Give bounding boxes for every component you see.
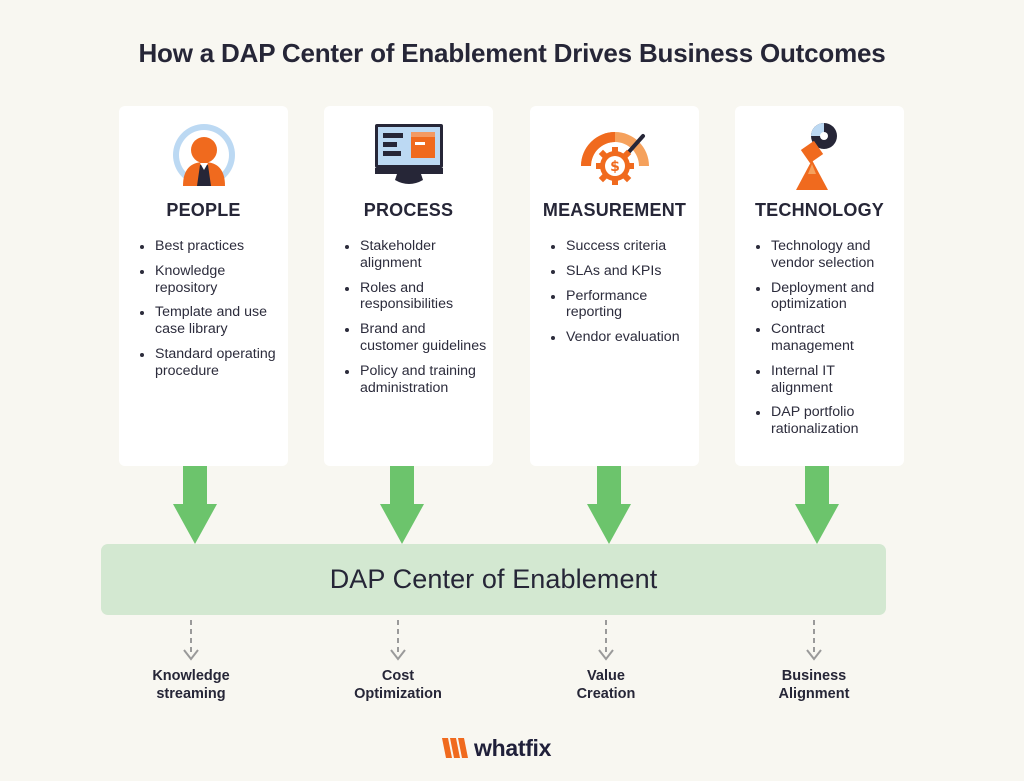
green-down-arrow-icon — [795, 466, 839, 544]
list-item: Policy and training administration — [341, 363, 487, 397]
green-down-arrow-icon — [380, 466, 424, 544]
list-item: Standard operating procedure — [136, 346, 282, 380]
pillar-list: Success criteria SLAs and KPIs Performan… — [547, 238, 693, 354]
list-item: Technology and vendor selection — [752, 238, 898, 272]
pillar-heading: PROCESS — [363, 200, 454, 220]
pillar-card-measurement: $ MEASUREMENT Success criteria SLAs and … — [530, 106, 699, 466]
pillar-card-process: PROCESS Stakeholder alignment Roles and … — [324, 106, 493, 466]
pillar-list: Best practices Knowledge repository Temp… — [136, 238, 282, 388]
list-item: Deployment and optimization — [752, 280, 898, 314]
person-icon — [119, 120, 288, 190]
center-of-enablement-box: DAP Center of Enablement — [101, 544, 886, 615]
brand-name: whatfix — [474, 734, 552, 761]
dashed-down-arrow-icon — [183, 620, 199, 661]
list-item: DAP portfolio rationalization — [752, 404, 898, 438]
pillar-card-technology: TECHNOLOGY Technology and vendor selecti… — [735, 106, 904, 466]
whatfix-logo-icon — [442, 738, 468, 758]
list-item: Performance reporting — [547, 288, 693, 322]
list-item: Knowledge repository — [136, 263, 282, 297]
center-of-enablement-label: DAP Center of Enablement — [329, 564, 658, 594]
list-item: Template and use case library — [136, 304, 282, 338]
gauge-icon: $ — [530, 120, 699, 190]
list-item: Stakeholder alignment — [341, 238, 487, 272]
list-item: Contract management — [752, 321, 898, 355]
pillar-heading: MEASUREMENT — [542, 200, 687, 220]
green-down-arrow-icon — [173, 466, 217, 544]
list-item: Vendor evaluation — [547, 329, 693, 346]
svg-text:$: $ — [610, 159, 620, 175]
pillar-card-people: PEOPLE Best practices Knowledge reposito… — [119, 106, 288, 466]
list-item: Internal IT alignment — [752, 363, 898, 397]
list-item: Success criteria — [547, 238, 693, 255]
dashed-down-arrow-icon — [598, 620, 614, 661]
dashed-down-arrow-icon — [390, 620, 406, 661]
green-down-arrow-icon — [587, 466, 631, 544]
pillar-heading: PEOPLE — [166, 200, 241, 220]
list-item: Best practices — [136, 238, 282, 255]
pillar-list: Technology and vendor selection Deployme… — [752, 238, 898, 446]
list-item: SLAs and KPIs — [547, 263, 693, 280]
diagram-title: How a DAP Center of Enablement Drives Bu… — [138, 38, 886, 68]
list-item: Brand and customer guidelines — [341, 321, 487, 355]
list-item: Roles and responsibilities — [341, 280, 487, 314]
whatfix-logo: whatfix — [442, 733, 551, 763]
dashed-down-arrow-icon — [806, 620, 822, 661]
pillar-heading: TECHNOLOGY — [754, 200, 884, 220]
satellite-dish-icon — [735, 120, 904, 190]
pillar-list: Stakeholder alignment Roles and responsi… — [341, 238, 487, 404]
monitor-icon — [324, 120, 493, 190]
